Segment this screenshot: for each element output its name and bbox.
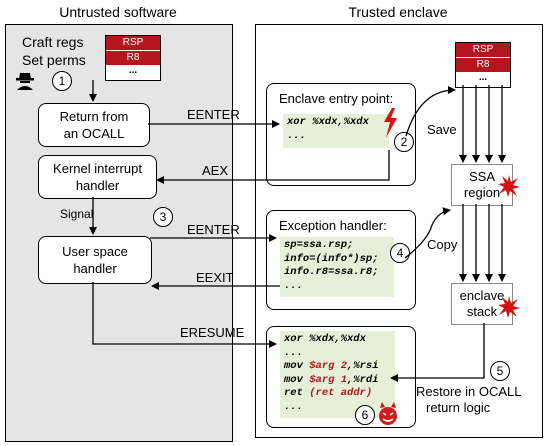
user-space-line1: User space [62, 244, 128, 259]
trusted-heading: Trusted enclave [348, 4, 448, 20]
ssa-region-box: SSA region [451, 164, 513, 206]
step-1-marker: 1 [52, 71, 72, 91]
entry-code-line2: ... [287, 129, 306, 142]
eresume-label: ERESUME [180, 325, 245, 340]
eenter-label-1: EENTER [187, 107, 240, 122]
lightning-icon [384, 108, 397, 138]
register-rsp-right: RSP [456, 43, 510, 58]
res-code-line1: xor %xdx,%xdx [284, 333, 366, 345]
ssa-line1: SSA [468, 169, 495, 184]
exc-code-line1: sp=ssa.rsp; [284, 239, 354, 251]
step-5-marker: 5 [490, 361, 510, 381]
entry-code-line1: xor %xdx,%xdx [287, 116, 369, 128]
step-6-marker: 6 [355, 405, 375, 425]
devil-icon [379, 402, 397, 425]
stack-line1: enclave [459, 288, 505, 303]
restore-label-2: return logic [426, 400, 491, 415]
kernel-line2: handler [75, 178, 120, 193]
return-ocall-line2: an OCALL [63, 126, 125, 141]
copy-label: Copy [427, 237, 458, 252]
user-space-line2: handler [73, 261, 117, 276]
return-from-ocall-box: Return from an OCALL [38, 103, 150, 147]
corruption-splat-icon-stack [498, 296, 520, 318]
exception-title: Exception handler: [279, 218, 387, 233]
user-space-handler-box: User space handler [38, 236, 152, 284]
signal-label: Signal [60, 207, 94, 221]
entry-point-title: Enclave entry point: [279, 91, 394, 106]
exc-code-line4: ... [284, 279, 303, 292]
register-stack-left: RSP R8 ... [105, 35, 161, 81]
stack-line2: stack [466, 304, 498, 319]
ssa-line2: region [463, 185, 501, 200]
register-rsp: RSP [106, 36, 160, 51]
register-more-right: ... [456, 73, 510, 87]
step-3-marker: 3 [153, 207, 173, 227]
return-ocall-line1: Return from [59, 109, 129, 124]
eexit-label: EEXIT [196, 270, 234, 285]
set-perms-label: Set perms [22, 52, 86, 68]
restore-label-1: Restore in OCALL [416, 384, 522, 399]
entry-code-block: xor %xdx,%xdx ... [283, 114, 389, 148]
untrusted-software-panel [5, 24, 233, 442]
step-2-marker: 2 [394, 132, 414, 152]
hacker-icon [16, 73, 34, 90]
register-more: ... [106, 66, 160, 80]
register-stack-right: RSP R8 ... [455, 42, 511, 88]
res-code-line6: ... [284, 400, 303, 413]
aex-label: AEX [202, 163, 229, 178]
register-r8-right: R8 [456, 58, 510, 73]
exc-code-line3: info.r8=ssa.r8; [284, 266, 379, 278]
untrusted-heading: Untrusted software [59, 4, 177, 20]
craft-regs-label: Craft regs [22, 34, 84, 50]
kernel-interrupt-handler-box: Kernel interrupt handler [38, 155, 157, 199]
exception-code-block: sp=ssa.rsp; info=(info*)sp; info.r8=ssa.… [280, 237, 394, 297]
exc-code-line2: info=(info*)sp; [284, 252, 379, 265]
enclave-stack-box: enclave stack [451, 283, 513, 325]
resume-code-block: xor %xdx,%xdx ... mov $arg 2,%rsi mov $a… [280, 331, 395, 418]
register-r8: R8 [106, 51, 160, 66]
save-label: Save [427, 122, 457, 137]
res-code-line2: ... [284, 346, 303, 359]
eenter-label-2: EENTER [187, 222, 240, 237]
corruption-splat-icon [498, 175, 520, 197]
kernel-line1: Kernel interrupt [53, 161, 142, 176]
